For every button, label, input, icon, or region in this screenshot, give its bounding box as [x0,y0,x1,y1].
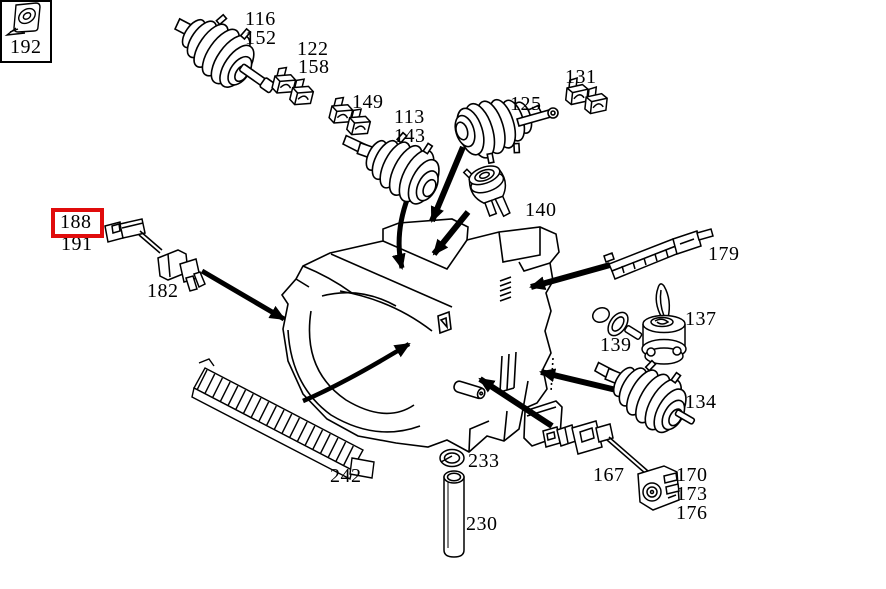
connector-182-drawing [157,249,206,292]
callout-arrow-179 [529,262,611,290]
connector-188-191-drawing [104,218,163,254]
part-label-233[interactable]: 233 [468,450,500,472]
vacuum-actuator-113-143-drawing [342,115,454,213]
hose-tube-230-drawing [443,470,465,558]
part-label-125[interactable]: 125 [510,93,542,115]
part-label-122[interactable]: 122 [297,38,329,60]
part-label-182[interactable]: 182 [147,280,179,302]
part-label-176[interactable]: 176 [676,502,708,524]
part-label-131[interactable]: 131 [565,66,597,88]
part-label-149[interactable]: 149 [352,91,384,113]
part-label-139[interactable]: 139 [600,334,632,356]
callout-arrow-140 [431,210,471,256]
vacuum-servo-137-drawing [641,283,687,365]
part-label-158[interactable]: 158 [298,56,330,78]
switchover-valve-icon [4,2,41,36]
check-valve-140-drawing [462,165,511,218]
part-label-179[interactable]: 179 [708,243,740,265]
part-label-242[interactable]: 242 [330,465,362,487]
grommet-valve-139-drawing [591,306,643,340]
cable-actuator-167-170-drawing [542,420,680,511]
part-label-116[interactable]: 116 [245,8,276,30]
legend-box-192[interactable]: 192 [0,0,52,63]
part-label-173[interactable]: 173 [676,483,708,505]
vacuum-actuator-134-drawing [592,341,702,442]
part-label-192[interactable]: 192 [10,36,42,58]
part-label-137[interactable]: 137 [685,308,717,330]
temperature-sensor-179-drawing [603,228,714,280]
callout-arrow-167 [478,376,554,429]
callout-arrow-182 [200,268,286,322]
part-label-167[interactable]: 167 [593,464,625,486]
highlight-box-188 [51,208,104,238]
clamp-ring-233-drawing [439,448,465,468]
part-label-152[interactable]: 152 [245,27,277,49]
part-label-191[interactable]: 191 [61,233,93,255]
filter-element-242-drawing [191,358,375,481]
callout-arrow-242 [302,342,411,404]
part-label-230[interactable]: 230 [466,513,498,535]
part-label-188[interactable]: 188 [60,211,92,233]
part-label-170[interactable]: 170 [676,464,708,486]
part-label-143[interactable]: 143 [394,125,426,147]
hvac-housing-drawing [280,218,563,453]
callout-arrow-125 [429,145,466,223]
vacuum-actuator-125-drawing [448,84,559,172]
part-label-134[interactable]: 134 [685,391,717,413]
part-label-113[interactable]: 113 [394,106,425,128]
callout-arrow-113-143 [391,196,411,270]
part-label-140[interactable]: 140 [525,199,557,221]
